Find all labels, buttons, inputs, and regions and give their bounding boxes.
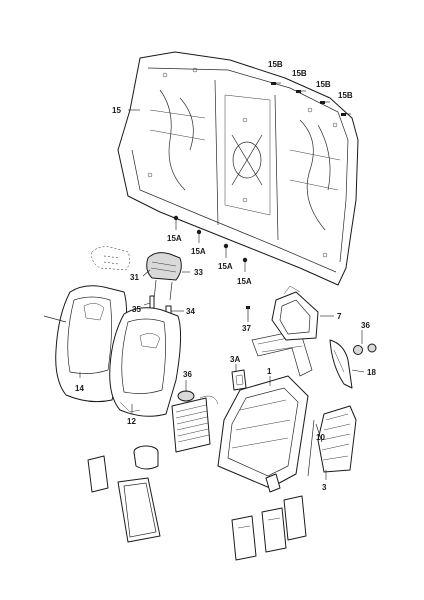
- seat-back-inner: [109, 307, 182, 417]
- recliner-mechanism: [307, 405, 357, 477]
- clip-15a: [196, 229, 202, 243]
- rear-bulkhead-panel: [117, 51, 359, 286]
- callout-15b: 15B: [316, 80, 331, 89]
- seat-frame: [217, 329, 313, 493]
- clip-15a: [242, 257, 248, 272]
- callout-36: 36: [361, 321, 370, 330]
- callout-15: 15: [112, 106, 121, 115]
- callout-15b: 15B: [338, 91, 353, 100]
- callout-18: 18: [367, 368, 376, 377]
- screw-15b: [296, 90, 306, 93]
- screw-15b: [341, 113, 351, 116]
- callout-34: 34: [186, 307, 195, 316]
- clip-15a: [223, 243, 229, 258]
- clip-15a-group: [173, 215, 248, 272]
- callout-15a: 15A: [167, 234, 182, 243]
- callout-31: 31: [130, 273, 139, 282]
- callout-15b: 15B: [268, 60, 283, 69]
- cable-10: [315, 423, 323, 443]
- callout-15a: 15A: [191, 247, 206, 256]
- fastener-36: [177, 390, 195, 402]
- callout-7: 7: [337, 312, 342, 321]
- clip-15a: [173, 215, 179, 230]
- callout-35: 35: [132, 305, 141, 314]
- callout-36: 36: [183, 370, 192, 379]
- callout-37: 37: [242, 324, 251, 333]
- bolt-37: [246, 306, 250, 318]
- cup-holder: [133, 445, 159, 470]
- screw-15b: [320, 101, 330, 104]
- seat-back-outer: [43, 285, 128, 403]
- leader-lines: [79, 109, 365, 480]
- upper-bracket: [271, 285, 319, 341]
- headrest: [146, 252, 182, 301]
- callout-3: 3: [322, 483, 327, 492]
- cushion-block: [117, 477, 161, 543]
- callout-12: 12: [127, 417, 136, 426]
- callout-1: 1: [267, 367, 272, 376]
- side-trim: [329, 339, 353, 389]
- bracket-3a: [231, 369, 247, 391]
- headrest-outline: [91, 246, 130, 271]
- clip-plate: [87, 455, 109, 493]
- callout-15b: 15B: [292, 69, 307, 78]
- mount-plate: [231, 495, 307, 561]
- callout-15a: 15A: [218, 262, 233, 271]
- callout-15a: 15A: [237, 277, 252, 286]
- callout-33: 33: [194, 268, 203, 277]
- callout-3a: 3A: [230, 355, 240, 364]
- screw-15b-group: [271, 82, 351, 116]
- heating-mat: [171, 395, 219, 453]
- screw-15b: [271, 82, 281, 85]
- callout-14: 14: [75, 384, 84, 393]
- callout-10: 10: [316, 433, 325, 442]
- adjust-knob: [353, 343, 377, 355]
